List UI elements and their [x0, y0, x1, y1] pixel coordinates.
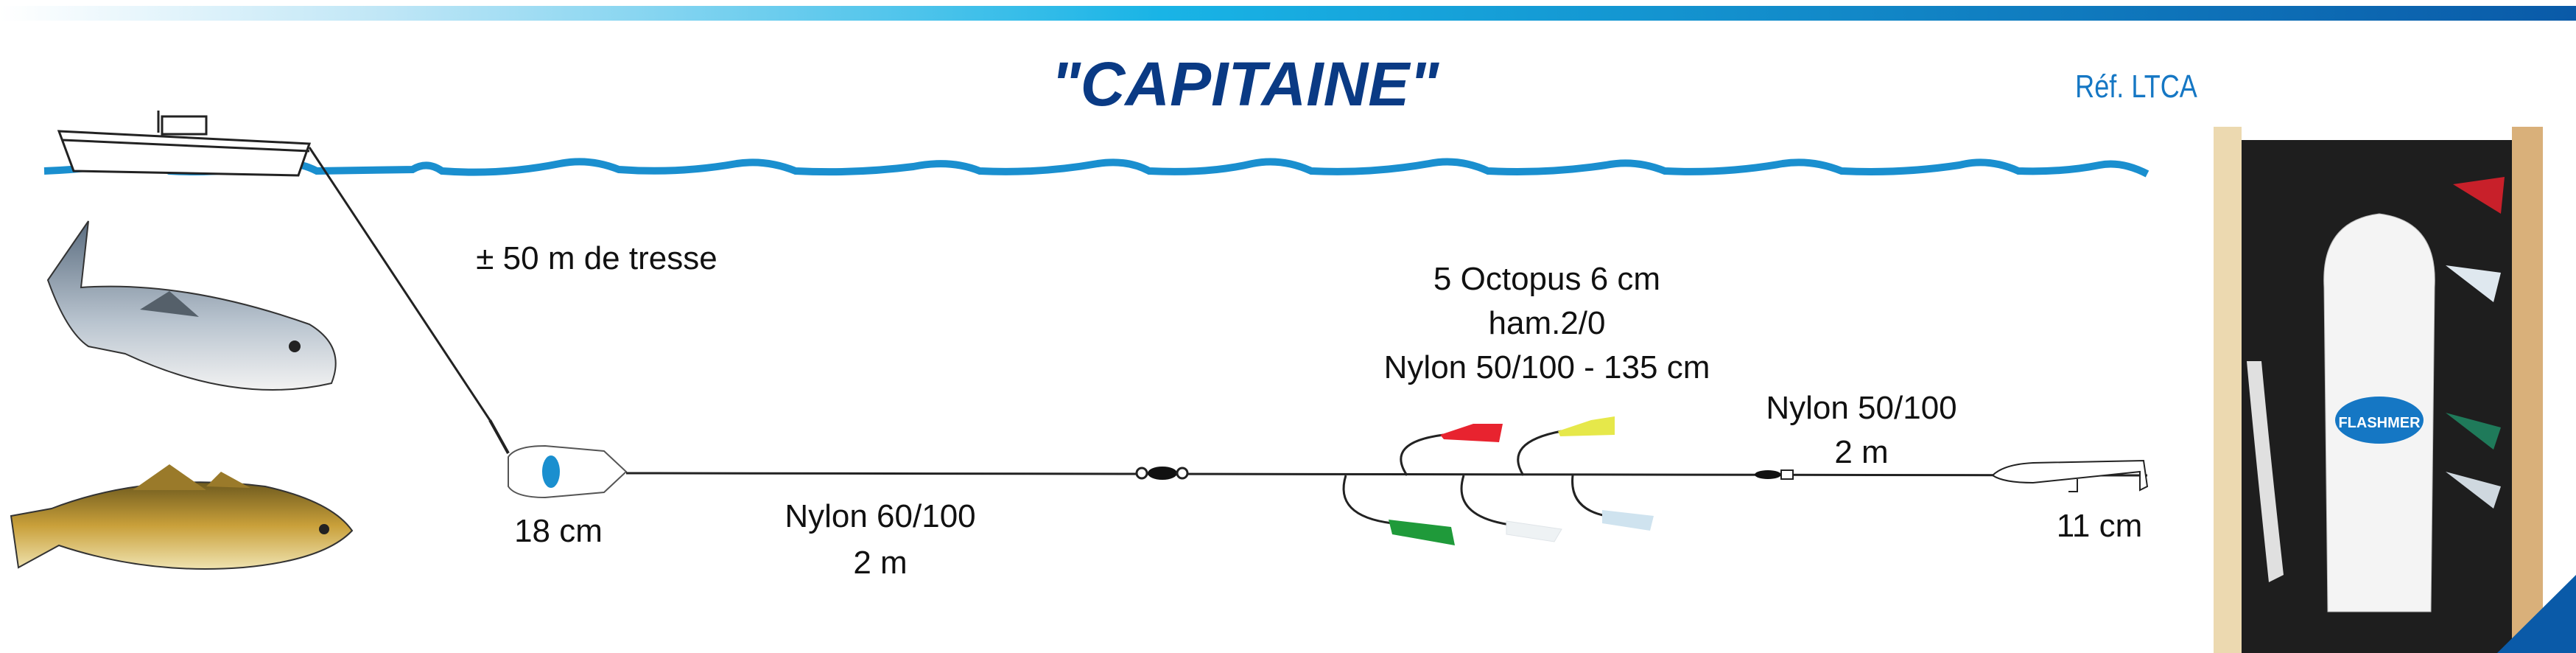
octopus-lure-yellow — [1558, 416, 1615, 436]
sea-bass-illustration — [46, 220, 337, 391]
pollock-illustration — [10, 464, 354, 570]
main-line — [625, 472, 2148, 477]
braid-label: ± 50 m de tresse — [476, 240, 717, 276]
octopus-lure-green — [1389, 520, 1455, 545]
product-photo: FLASHMER — [2214, 127, 2576, 653]
octopus-droppers — [1342, 430, 1607, 526]
octopus-lure-white — [1506, 520, 1562, 542]
water-surface — [43, 157, 2149, 178]
lure-size-label: 11 cm — [2057, 508, 2143, 544]
float-icon — [488, 419, 628, 499]
braid-line — [308, 147, 491, 421]
leader-swivel-icon — [1755, 469, 1794, 480]
octopus-lure-red — [1440, 424, 1503, 442]
page-title: "CAPITAINE" — [1051, 49, 1439, 119]
main-line-label: Nylon 60/100 — [785, 498, 975, 534]
octopus-lure-lightblue — [1602, 510, 1654, 531]
swivel-icon — [1135, 467, 1189, 480]
boat-icon — [57, 111, 312, 177]
octopus-label-line3: Nylon 50/100 - 135 cm — [1384, 349, 1710, 385]
main-line-length-label: 2 m — [853, 545, 907, 581]
leader-label: Nylon 50/100 — [1766, 390, 1956, 426]
float-size-label: 18 cm — [514, 513, 603, 549]
leader-length-label: 2 m — [1834, 434, 1888, 470]
octopus-label-line2: ham.2/0 — [1489, 305, 1606, 341]
top-gradient-bar — [0, 6, 2576, 21]
octopus-label-line1: 5 Octopus 6 cm — [1433, 261, 1660, 297]
soft-lure-icon — [1991, 459, 2149, 492]
reference-code: Réf. LTCA — [2075, 69, 2197, 105]
product-brand: FLASHMER — [2338, 415, 2421, 431]
